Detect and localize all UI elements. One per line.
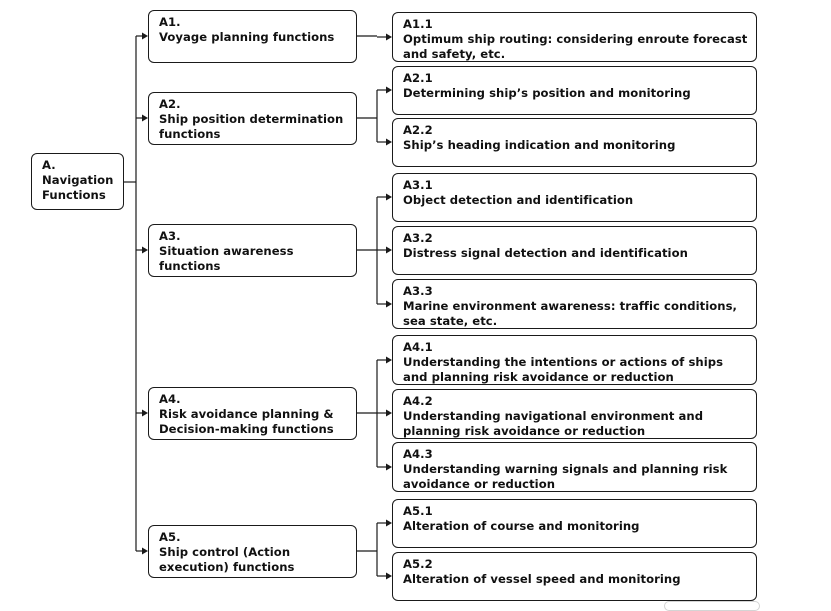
root-title: Navigation Functions: [42, 173, 114, 202]
arrowhead: [142, 32, 148, 40]
item-node-a4-2: A4.2 Understanding navigational environm…: [392, 389, 757, 439]
arrowhead: [386, 86, 392, 94]
item-id: A1.1: [403, 17, 433, 31]
item-id: A4.1: [403, 340, 433, 354]
group-title: Ship control (Action execution) function…: [159, 545, 295, 574]
item-title: Understanding the intentions or actions …: [403, 355, 724, 384]
item-node-a1-1: A1.1 Optimum ship routing: considering e…: [392, 12, 757, 62]
item-id: A2.1: [403, 71, 433, 85]
arrowhead: [386, 193, 392, 201]
item-title: Ship’s heading indication and monitoring: [403, 138, 676, 152]
item-title: Understanding warning signals and planni…: [403, 462, 728, 491]
root-id: A.: [42, 158, 56, 172]
arrowhead: [386, 246, 392, 254]
item-node-a5-2: A5.2 Alteration of vessel speed and moni…: [392, 552, 757, 601]
item-node-a3-2: A3.2 Distress signal detection and ident…: [392, 226, 757, 275]
group-node-a4: A4. Risk avoidance planning & Decision-m…: [148, 387, 357, 440]
item-node-a2-1: A2.1 Determining ship’s position and mon…: [392, 66, 757, 115]
item-title: Marine environment awareness: traffic co…: [403, 299, 738, 328]
item-title: Understanding navigational environment a…: [403, 409, 704, 438]
root-node: A. Navigation Functions: [31, 153, 124, 210]
arrowhead: [386, 572, 392, 580]
item-id: A3.1: [403, 178, 433, 192]
arrowhead: [386, 409, 392, 417]
item-title: Distress signal detection and identifica…: [403, 246, 688, 260]
arrowhead: [386, 300, 392, 308]
group-node-a1: A1. Voyage planning functions: [148, 10, 357, 63]
group-title: Ship position determination functions: [159, 112, 344, 141]
item-id: A2.2: [403, 123, 433, 137]
item-id: A4.3: [403, 447, 433, 461]
item-id: A3.3: [403, 284, 433, 298]
arrowhead: [386, 138, 392, 146]
arrowhead: [142, 547, 148, 555]
group-title: Risk avoidance planning & Decision-makin…: [159, 407, 334, 436]
group-id: A3.: [159, 229, 181, 243]
item-node-a3-1: A3.1 Object detection and identification: [392, 173, 757, 222]
group-id: A5.: [159, 530, 181, 544]
group-node-a5: A5. Ship control (Action execution) func…: [148, 525, 357, 578]
item-node-a4-3: A4.3 Understanding warning signals and p…: [392, 442, 757, 492]
item-id: A3.2: [403, 231, 433, 245]
item-id: A5.2: [403, 557, 433, 571]
group-title: Situation awareness functions: [159, 244, 294, 273]
group-id: A1.: [159, 15, 181, 29]
arrowhead: [142, 114, 148, 122]
arrowhead: [142, 409, 148, 417]
item-node-a4-1: A4.1 Understanding the intentions or act…: [392, 335, 757, 385]
arrowhead: [386, 463, 392, 471]
arrowhead: [386, 519, 392, 527]
group-node-a2: A2. Ship position determination function…: [148, 92, 357, 145]
item-node-a5-1: A5.1 Alteration of course and monitoring: [392, 499, 757, 548]
item-node-a2-2: A2.2 Ship’s heading indication and monit…: [392, 118, 757, 167]
arrowhead: [142, 246, 148, 254]
item-id: A5.1: [403, 504, 433, 518]
item-node-a3-3: A3.3 Marine environment awareness: traff…: [392, 279, 757, 329]
cropped-box-edge: [664, 601, 760, 611]
item-title: Optimum ship routing: considering enrout…: [403, 32, 748, 61]
group-id: A4.: [159, 392, 181, 406]
item-title: Alteration of vessel speed and monitorin…: [403, 572, 681, 586]
item-title: Alteration of course and monitoring: [403, 519, 640, 533]
group-node-a3: A3. Situation awareness functions: [148, 224, 357, 277]
group-id: A2.: [159, 97, 181, 111]
item-title: Object detection and identification: [403, 193, 634, 207]
arrowhead: [386, 356, 392, 364]
group-title: Voyage planning functions: [159, 30, 335, 44]
item-id: A4.2: [403, 394, 433, 408]
item-title: Determining ship’s position and monitori…: [403, 86, 691, 100]
arrowhead: [386, 33, 392, 41]
